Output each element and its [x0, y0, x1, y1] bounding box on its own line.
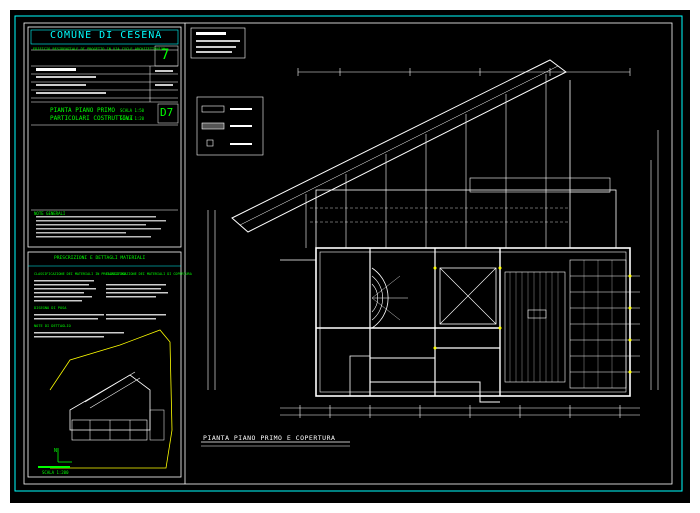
drawing-title-1: PIANTA PIANO PRIMO — [50, 107, 116, 114]
spec-heading: PRESCRIZIONI E DETTAGLI MATERIALI — [54, 256, 146, 261]
notes-heading: NOTE GENERALI — [34, 211, 66, 216]
spec-col1-heading: CLASSIFICAZIONE DEI MATERIALI IN PRESCRI… — [34, 272, 126, 276]
sheet-number: 7 — [161, 47, 170, 63]
cad-drawing — [14, 15, 683, 492]
spec-section-a: DISEGNO DI POSA — [34, 306, 67, 310]
drawing-title-2: PARTICOLARI COSTRUTTIVI — [50, 115, 134, 122]
outer-frame — [14, 15, 683, 492]
scale-1: SCALA 1:50 — [120, 108, 145, 113]
municipality-title: COMUNE DI CESENA — [50, 30, 163, 41]
project-line: EDIFICIO RESIDENZIALE DI PROGETTO IN VIA… — [33, 47, 165, 51]
plan-main-label: PIANTA PIANO PRIMO E COPERTURA — [203, 434, 336, 442]
inset-north: N — [54, 448, 58, 454]
spec-panel — [27, 251, 182, 478]
scale-2: SCALA 1:20 — [120, 116, 145, 121]
drawing-code: D7 — [160, 106, 174, 119]
title-block — [27, 26, 182, 248]
spec-col2-heading: CLASSIFICAZIONE DEI MATERIALI DI COPERTU… — [106, 272, 192, 276]
inset-scale: SCALA 1:200 — [42, 470, 69, 475]
floor-plan — [207, 59, 659, 418]
drawing-sheet: COMUNE DI CESENA EDIFICIO RESIDENZIALE D… — [10, 10, 690, 503]
inset-site-plan — [38, 329, 173, 469]
legend — [190, 27, 264, 156]
spec-section-b: NOTE DI DETTAGLIO — [34, 324, 71, 328]
inner-frame — [23, 22, 673, 485]
